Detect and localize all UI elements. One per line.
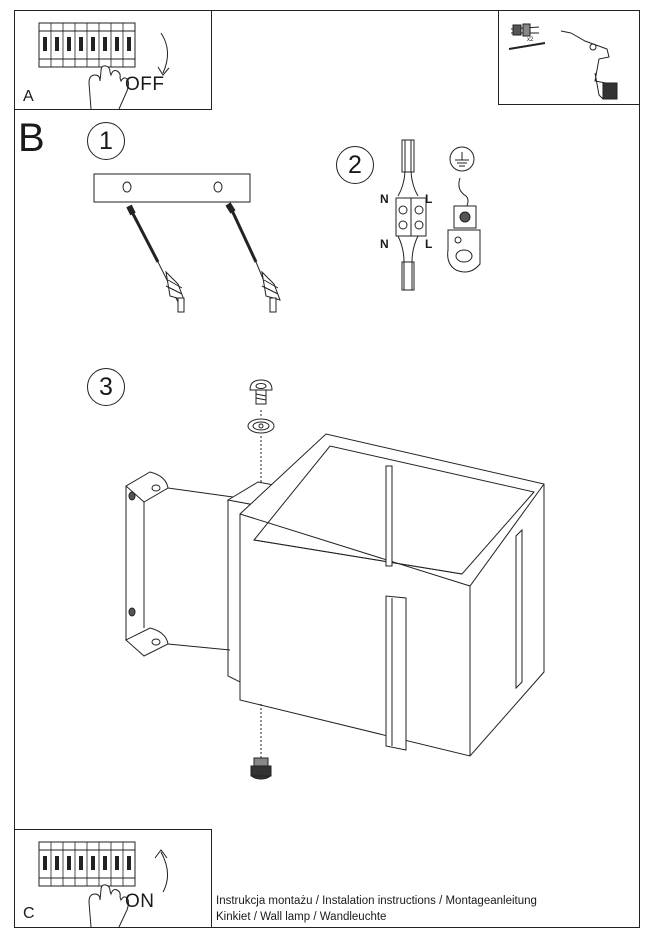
instruction-sheet xyxy=(14,10,640,928)
power-on-label: ON xyxy=(125,891,155,912)
required-tools-panel: x2 xyxy=(498,10,640,105)
breaker-off-illustration xyxy=(15,11,213,111)
step-3-marker: 3 xyxy=(87,368,125,406)
tools-illustration xyxy=(499,11,641,106)
caption-instructions: Instrukcja montażu / Instalation instruc… xyxy=(216,895,537,907)
neutral-label-bottom: N xyxy=(380,237,389,251)
panel-a-power-off: A OFF xyxy=(14,10,212,110)
section-b-letter: B xyxy=(18,116,45,160)
live-label-top: L xyxy=(425,192,433,206)
anchor-quantity: x2 xyxy=(527,37,534,43)
power-off-label: OFF xyxy=(125,74,165,95)
panel-c-letter: C xyxy=(23,905,35,922)
neutral-label-top: N xyxy=(380,192,389,206)
caption-product: Kinkiet / Wall lamp / Wandleuchte xyxy=(216,911,387,923)
breaker-on-illustration xyxy=(15,830,213,929)
live-label-bottom: L xyxy=(425,237,433,251)
step-2-marker: 2 xyxy=(336,146,374,184)
panel-c-power-on: C ON xyxy=(14,829,212,928)
step-1-marker: 1 xyxy=(87,122,125,160)
panel-a-letter: A xyxy=(23,88,34,105)
